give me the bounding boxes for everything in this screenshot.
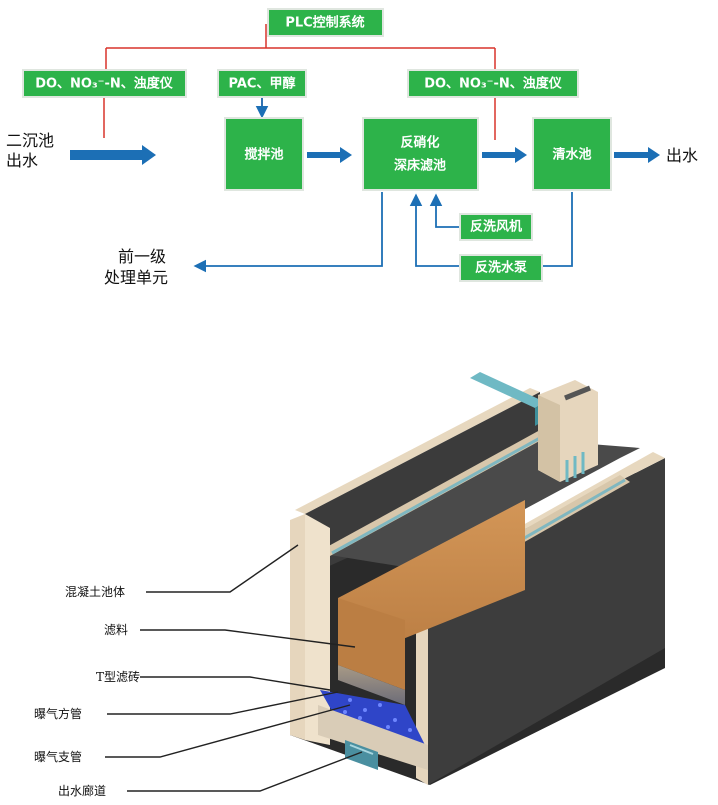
sensor-right-label: DO、NO₃⁻-N、浊度仪 (424, 76, 563, 92)
clear-tank-box: 清水池 (532, 117, 612, 191)
dosing-box: PAC、甲醇 (217, 69, 307, 98)
mixing-tank-label: 搅拌池 (244, 147, 283, 163)
plc-box: PLC控制系统 (267, 8, 384, 37)
label-outlet-gallery: 出水廊道 (58, 783, 106, 798)
backwash-pump-label: 反洗水泵 (475, 260, 527, 276)
main-flow-arrows (70, 145, 660, 165)
callout-lines (105, 544, 363, 792)
outlet-label: 出水 (666, 146, 698, 165)
label-t-filter-brick: T型滤砖 (96, 669, 140, 684)
label-concrete-body: 混凝土池体 (65, 584, 125, 599)
backwash-fan-label: 反洗风机 (470, 219, 522, 235)
mixing-tank-box: 搅拌池 (224, 117, 304, 191)
return-label-line2: 处理单元 (104, 268, 168, 287)
inlet-label-line2: 出水 (6, 151, 38, 170)
backwash-fan-box: 反洗风机 (459, 213, 533, 241)
filter-box: 反硝化 深床滤池 (362, 117, 479, 191)
filter-structure-illustration (290, 372, 665, 785)
sensor-box-left: DO、NO₃⁻-N、浊度仪 (22, 69, 187, 98)
label-aeration-square-pipe: 曝气方管 (34, 706, 82, 721)
aeration-layer (320, 690, 425, 745)
return-label-line1: 前一级 (118, 247, 166, 266)
aeration-dots (343, 698, 412, 732)
label-aeration-branch-pipe: 曝气支管 (34, 749, 82, 764)
label-filter-media: 滤料 (104, 623, 128, 637)
clear-tank-label: 清水池 (552, 147, 591, 163)
filter-label-line1: 反硝化 (400, 135, 439, 151)
sensor-box-right: DO、NO₃⁻-N、浊度仪 (407, 69, 579, 98)
backwash-pump-box: 反洗水泵 (459, 254, 543, 282)
inlet-label-line1: 二沉池 (6, 131, 54, 150)
plc-label: PLC控制系统 (285, 15, 364, 31)
dosing-label: PAC、甲醇 (229, 76, 296, 92)
filter-label-line2: 深床滤池 (394, 158, 446, 174)
sensor-left-label: DO、NO₃⁻-N、浊度仪 (35, 76, 174, 92)
